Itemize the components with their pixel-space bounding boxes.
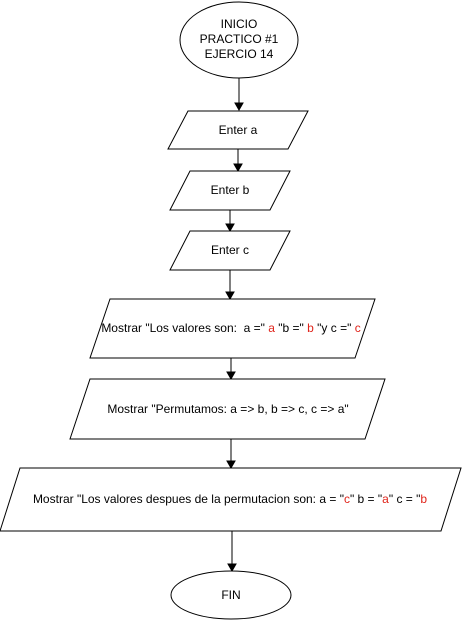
output-1-text-3: "y c =" [314, 321, 355, 335]
output-3-text-3: " c = " [389, 492, 421, 506]
output-1-var-b: b [307, 321, 314, 335]
arrow-output-3-to-end [227, 531, 237, 573]
output-3-node[interactable]: Mostrar "Los valores despues de la permu… [0, 467, 462, 532]
output-1-label: Mostrar "Los valores son: a =" a "b =" b… [101, 321, 360, 335]
arrow-input-c-to-output-1 [225, 270, 235, 301]
arrow-input-a-to-input-b [233, 149, 243, 173]
output-3-var-b: b [420, 492, 427, 506]
output-1-parallelogram [89, 298, 376, 359]
output-1-node[interactable]: Mostrar "Los valores son: a =" a "b =" b… [89, 298, 376, 359]
start-line-1: INICIO [221, 17, 258, 31]
input-b-label: Enter b [211, 183, 250, 197]
output-2-label: Mostrar "Permutamos: a => b, b => c, c =… [107, 402, 348, 416]
output-1-text-2: "b =" [275, 321, 307, 335]
arrow-output-1-to-output-2 [226, 358, 236, 381]
output-2-parallelogram [69, 378, 386, 440]
output-3-text-1: Mostrar "Los valores despues de la permu… [33, 492, 344, 506]
end-label: FIN [221, 588, 240, 602]
output-3-text-2: " b = " [350, 492, 382, 506]
output-3-parallelogram [0, 467, 462, 532]
output-3-var-c: c [344, 492, 350, 506]
output-2-node[interactable]: Mostrar "Permutamos: a => b, b => c, c =… [69, 378, 386, 440]
start-node[interactable]: INICIO PRACTICO #1 EJERCIO 14 [179, 1, 299, 79]
input-a-label: Enter a [219, 123, 258, 137]
end-ellipse [170, 570, 292, 620]
arrow-start-to-input-a [234, 78, 244, 112]
input-c-node[interactable]: Enter c [169, 230, 291, 271]
start-line-2: PRACTICO #1 [200, 32, 279, 46]
input-c-label: Enter c [211, 243, 249, 257]
output-1-text-1: Mostrar "Los valores son: a =" [101, 321, 268, 335]
arrow-input-b-to-input-c [225, 210, 235, 233]
output-1-var-a: a [268, 321, 275, 335]
arrow-output-2-to-output-3 [226, 439, 236, 470]
end-node[interactable]: FIN [170, 570, 292, 620]
input-b-node[interactable]: Enter b [169, 170, 291, 211]
input-a-node[interactable]: Enter a [167, 110, 309, 150]
output-1-var-c: c [355, 321, 361, 335]
start-line-3: EJERCIO 14 [205, 47, 274, 61]
output-3-var-a: a [382, 492, 389, 506]
input-a-parallelogram [167, 110, 309, 150]
input-b-parallelogram [169, 170, 291, 211]
output-3-label: Mostrar "Los valores despues de la permu… [33, 492, 427, 506]
input-c-parallelogram [169, 230, 291, 271]
